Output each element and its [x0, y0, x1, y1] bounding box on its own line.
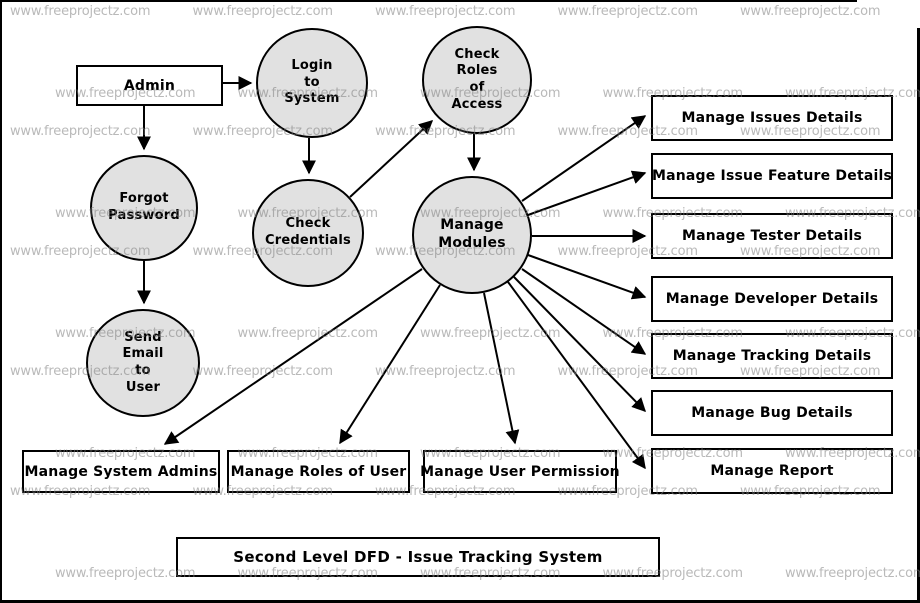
box-label: Manage Roles of User	[230, 463, 407, 480]
entity-admin: Admin	[76, 65, 223, 106]
box-label: Manage Issue Feature Details	[651, 168, 893, 184]
box-manage-report: Manage Report	[651, 448, 893, 494]
process-label-line: Roles	[456, 63, 498, 79]
frame-right	[917, 28, 920, 603]
box-manage-roles-of-user: Manage Roles of User	[227, 450, 410, 493]
process-label-line: Login	[291, 58, 333, 74]
process-send-email-to-user: Send Email to User	[86, 309, 200, 417]
edge-modules-to-manage-report	[507, 281, 646, 470]
frame-left	[0, 0, 2, 603]
process-label-line: Credentials	[265, 233, 351, 248]
box-label: Manage Issues Details	[681, 110, 863, 126]
box-manage-tracking-details: Manage Tracking Details	[651, 333, 893, 379]
box-manage-issues-details: Manage Issues Details	[651, 95, 893, 141]
process-check-credentials: Check Credentials	[252, 179, 364, 287]
frame-bottom	[0, 600, 920, 603]
edge-modules-to-manage-developer	[527, 254, 647, 300]
process-label-line: Send	[124, 329, 162, 345]
process-label-line: User	[125, 379, 161, 395]
box-label: Manage Developer Details	[665, 291, 879, 307]
process-label-line: Access	[451, 96, 503, 112]
box-label: Manage Bug Details	[691, 405, 853, 421]
edge-modules-to-manage-roles-of-user	[339, 284, 441, 445]
box-manage-system-admins: Manage System Admins	[22, 450, 220, 493]
process-manage-modules: Manage Modules	[412, 176, 532, 294]
edge-modules-to-manage-tracking	[521, 268, 647, 355]
box-label: Manage Tester Details	[681, 228, 863, 244]
process-label-line: Password	[108, 208, 180, 223]
process-label-line: to	[135, 363, 151, 378]
edge-modules-to-manage-bug	[513, 276, 646, 413]
box-label: Manage Tracking Details	[672, 348, 872, 364]
process-check-roles-of-access: Check Roles of Access	[422, 26, 532, 134]
frame-top	[0, 0, 857, 2]
process-label-line: Forgot	[119, 191, 169, 207]
edge-check-credentials-to-check-roles	[349, 120, 434, 198]
process-label-line: System	[284, 91, 340, 107]
box-label: Manage User Permission	[420, 463, 620, 480]
edge-modules-to-manage-issues	[521, 115, 647, 202]
process-forgot-password: Forgot Password	[90, 155, 198, 261]
process-label-line: Modules	[438, 235, 506, 251]
edge-modules-to-manage-user-permission	[483, 292, 520, 445]
process-label-line: to	[304, 74, 320, 90]
box-manage-user-permission: Manage User Permission	[420, 450, 620, 493]
process-login-to-system: Login to System	[256, 28, 368, 138]
edge-modules-to-manage-issue-feature	[527, 170, 647, 216]
box-manage-issue-feature-details: Manage Issue Feature Details	[651, 153, 893, 199]
process-label-line: Check	[285, 216, 331, 232]
diagram-title: Second Level DFD - Issue Tracking System	[233, 548, 603, 566]
process-label-line: Email	[122, 346, 164, 362]
box-manage-bug-details: Manage Bug Details	[651, 390, 893, 436]
box-label: Manage System Admins	[24, 463, 218, 480]
edge-modules-to-manage-system-admins	[163, 268, 423, 445]
process-label-line: of	[469, 80, 485, 95]
box-manage-tester-details: Manage Tester Details	[651, 213, 893, 259]
entity-admin-label: Admin	[123, 77, 176, 94]
process-label-line: Check	[454, 46, 500, 62]
diagram-title-box: Second Level DFD - Issue Tracking System	[176, 537, 660, 577]
process-label-line: Manage	[440, 217, 504, 234]
box-label: Manage Report	[710, 463, 834, 479]
box-manage-developer-details: Manage Developer Details	[651, 276, 893, 322]
